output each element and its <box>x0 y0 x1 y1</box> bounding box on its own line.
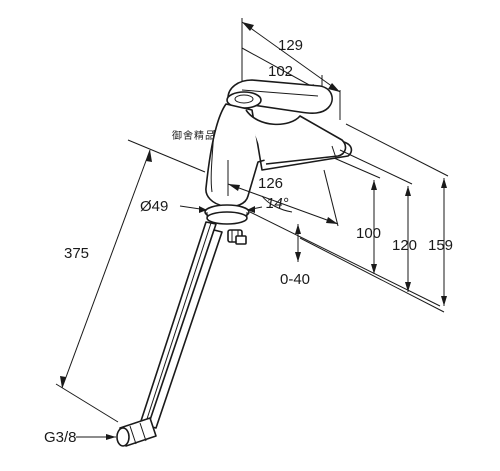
dim-height-total: 159 <box>428 237 453 254</box>
dim-height-outlet: 100 <box>356 225 381 242</box>
lever-handle <box>226 79 333 114</box>
mounting-nut <box>227 229 247 245</box>
dim-width-spout: 102 <box>268 63 293 80</box>
faucet-base <box>204 204 250 225</box>
dim-deck-thickness: 0-40 <box>280 271 310 288</box>
dim-width-total: 129 <box>278 37 303 54</box>
dim-connection-thread: G3/8 <box>44 429 77 446</box>
faucet-body <box>205 103 353 208</box>
height-dimensions <box>249 123 449 313</box>
spout-reach-dimension <box>227 160 339 227</box>
hose-length-dimension <box>55 139 206 423</box>
thread-leader <box>76 434 116 440</box>
dim-height-handle: 120 <box>392 237 417 254</box>
dim-spout-angle: 14° <box>266 195 289 212</box>
dim-hose-length: 375 <box>64 245 89 262</box>
dim-base-diameter: Ø49 <box>140 198 168 215</box>
supply-hose <box>139 221 223 429</box>
hose-connector <box>116 417 157 447</box>
base-diameter-leader <box>179 205 263 213</box>
dim-spout-reach: 126 <box>258 175 283 192</box>
deck-thickness-dimension <box>295 224 301 262</box>
